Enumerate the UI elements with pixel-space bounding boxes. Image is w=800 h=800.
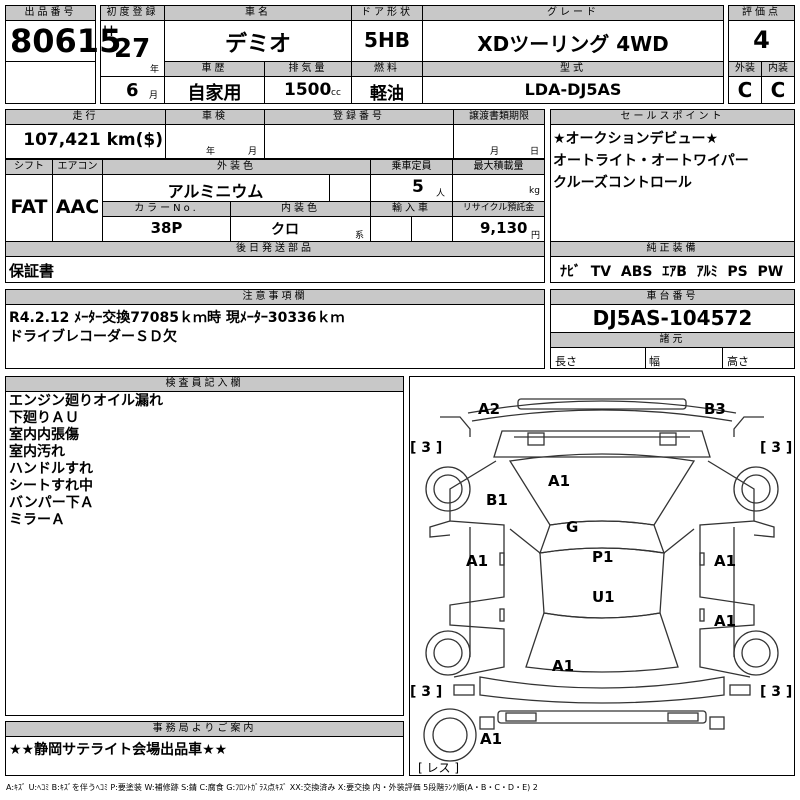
lot-label: 出品番号 — [5, 5, 96, 21]
history-value: 自家用 — [187, 83, 242, 104]
mark-underbody: U1 — [592, 588, 615, 606]
mileage-value: 107,421 km($) — [23, 130, 163, 150]
spare-tire: [ レス ] — [418, 761, 460, 775]
first-reg-year: 27 — [114, 34, 151, 64]
exterior-grade: C — [737, 78, 753, 102]
equipment-item: ｴｱB — [662, 264, 687, 280]
tire-rear-right: [ 3 ] — [760, 684, 793, 700]
tire-front-right: [ 3 ] — [760, 440, 793, 456]
equipment-item: TV — [590, 264, 612, 280]
mark-rear-left: A1 — [480, 730, 503, 748]
equipment-item: PS — [727, 264, 748, 280]
notes-text: R4.2.12 ﾒｰﾀｰ交換77085ｋｍ時 現ﾒｰﾀｰ30336ｋｍ ドライブ… — [9, 310, 345, 345]
sales-point: ★オークションデビュー★ — [553, 131, 719, 147]
inspector-notes: エンジン廻りオイル漏れ 下廻りＡＵ 室内内張傷 室内汚れ ハンドルすれ シートす… — [9, 393, 163, 528]
equipment-item: ｱﾙﾐ — [696, 264, 718, 280]
car-name-value: デミオ — [224, 32, 291, 57]
mark-door-rear-right: A1 — [714, 612, 737, 630]
later-parts-value: 保証書 — [9, 262, 55, 280]
fuel-value: 軽油 — [370, 84, 404, 104]
equipment-list: ﾅﾋﾞ TV ABS ｴｱB ｱﾙﾐ PS PW — [560, 261, 783, 281]
mark-hood: A1 — [548, 472, 571, 490]
sales-point: クルーズコントロール — [553, 175, 692, 191]
exterior-color-value: アルミニウム — [167, 182, 264, 201]
recycle-value: 9,130 — [480, 219, 528, 237]
era: H — [103, 24, 114, 40]
ac-value: AAC — [55, 196, 100, 218]
car-diagram-svg — [423, 398, 779, 762]
interior-color-value: クロ — [271, 222, 299, 238]
mark-trunk: A1 — [552, 657, 575, 675]
legend: A:ｷｽﾞ U:ﾍｺﾐ B:ｷｽﾞを伴うﾍｺﾐ P:要塗装 W:補修跡 S:錆 … — [6, 783, 538, 792]
mark-fender-left: B1 — [486, 491, 508, 509]
door-value: 5HB — [364, 28, 410, 52]
mark-door-front-right: A1 — [714, 552, 737, 570]
mark-glass: G — [566, 518, 579, 536]
chassis-number: DJ5AS-104572 — [592, 306, 753, 330]
mark-door-front-left: A1 — [466, 552, 489, 570]
sales-points: ★オークションデビュー★ オートライト・オートワイパー クルーズコントロール — [553, 128, 749, 194]
equipment-item: PW — [757, 264, 784, 280]
mark-front-left: A2 — [478, 400, 501, 418]
equipment-item: ABS — [620, 264, 653, 280]
interior-grade: C — [770, 78, 786, 102]
score-value: 4 — [753, 26, 770, 54]
equipment-item: ﾅﾋﾞ — [560, 264, 581, 280]
shift-value: FAT — [10, 196, 48, 218]
mark-front-right: B3 — [704, 400, 726, 418]
grade-value: XDツーリング 4WD — [477, 32, 669, 56]
damage-diagram — [409, 376, 795, 776]
displacement-value: 1500 — [284, 80, 332, 100]
model-value: LDA-DJ5AS — [524, 80, 622, 99]
tire-front-left: [ 3 ] — [410, 440, 443, 456]
color-no-value: 38P — [150, 219, 183, 237]
mark-roof: P1 — [592, 548, 614, 566]
sales-point: オートライト・オートワイパー — [553, 153, 749, 169]
first-reg-month: 6 — [126, 80, 139, 101]
lot-number: 80615 — [10, 22, 122, 60]
tire-rear-left: [ 3 ] — [410, 684, 443, 700]
office-notice: ★★静岡サテライト会場出品車★★ — [9, 742, 228, 758]
capacity-value: 5 — [412, 177, 424, 197]
